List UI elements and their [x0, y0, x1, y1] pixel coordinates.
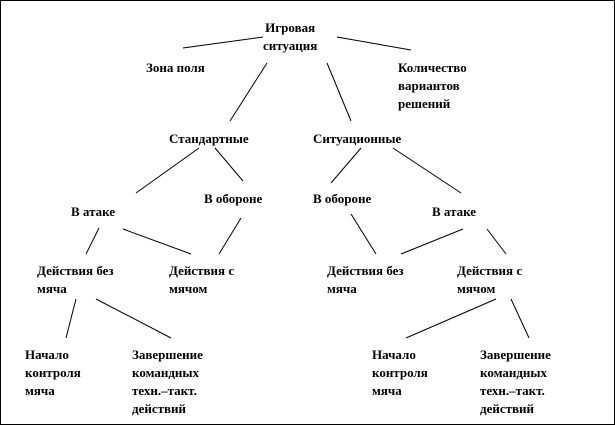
- edge-situational-to-sit-defense: [330, 147, 362, 184]
- node-std-with-ball-line-1: Действия с: [169, 263, 235, 278]
- node-std-no-ball-line-1: Действия без: [37, 263, 114, 278]
- edge-sit-attack-to-sit-no-ball: [400, 228, 464, 255]
- border-gap-right: [471, 422, 583, 424]
- node-sit-start-line-2: контроля: [372, 365, 428, 380]
- edge-standard-to-std-attack: [135, 147, 200, 194]
- edge-root-to-situational: [326, 62, 352, 122]
- node-std-start-line-2: контроля: [25, 365, 81, 380]
- node-root-line-1: Игровая: [265, 20, 316, 35]
- node-sit-with-ball-line-2: мячом: [457, 281, 496, 296]
- edge-sit-with-ball-to-sit-start: [405, 298, 497, 339]
- node-sit-no-ball-line-1: Действия без: [327, 263, 404, 278]
- node-std-defense: В обороне: [204, 190, 262, 208]
- node-sit-no-ball: Действия без мяча: [327, 262, 404, 298]
- edge-sit-attack-to-sit-with-ball: [486, 228, 507, 255]
- node-sit-start-line-3: мяча: [372, 383, 402, 398]
- node-sit-attack: В атаке: [432, 203, 476, 221]
- edge-sit-with-ball-to-sit-finish: [510, 298, 530, 339]
- node-root: Игровая ситуация: [263, 19, 317, 55]
- node-std-attack: В атаке: [71, 203, 115, 221]
- node-field-zone-line-1: Зона поля: [146, 60, 205, 75]
- node-sit-with-ball-line-1: Действия с: [457, 263, 523, 278]
- node-std-with-ball-line-2: мячом: [169, 281, 208, 296]
- edge-root-to-standard: [229, 62, 268, 122]
- node-std-finish: Завершение командных техн.–такт. действи…: [132, 346, 203, 418]
- node-std-start-line-1: Начало: [25, 347, 69, 362]
- node-sit-finish: Завершение командных техн.–такт. действи…: [480, 346, 551, 418]
- node-std-no-ball-line-2: мяча: [37, 281, 67, 296]
- edge-std-no-ball-to-std-start: [65, 298, 77, 339]
- edge-root-to-field-zone: [182, 36, 264, 49]
- node-sit-start: Начало контроля мяча: [372, 346, 428, 400]
- node-sit-finish-line-1: Завершение: [480, 347, 551, 362]
- node-sit-finish-line-2: командных: [480, 365, 548, 380]
- node-standard: Стандартные: [169, 130, 249, 148]
- node-sit-attack-line-1: В атаке: [432, 204, 477, 219]
- edge-std-no-ball-to-std-finish: [95, 298, 172, 339]
- node-sit-no-ball-line-2: мяча: [327, 281, 357, 296]
- node-situational: Ситуационные: [313, 130, 401, 148]
- edge-sit-defense-to-sit-no-ball: [350, 213, 377, 255]
- node-sit-start-line-1: Начало: [372, 347, 416, 362]
- edge-situational-to-sit-attack: [392, 147, 462, 194]
- edge-root-to-num-solutions: [336, 36, 412, 51]
- node-std-start-line-3: мяча: [25, 383, 55, 398]
- node-std-defense-line-1: В обороне: [204, 191, 263, 206]
- node-std-finish-line-2: командных: [132, 365, 200, 380]
- node-std-finish-line-4: действий: [132, 401, 186, 416]
- node-sit-finish-line-4: действий: [480, 401, 534, 416]
- node-field-zone: Зона поля: [146, 59, 205, 77]
- node-situational-line-1: Ситуационные: [313, 131, 402, 146]
- node-standard-line-1: Стандартные: [169, 131, 249, 146]
- node-std-finish-line-3: техн.–такт.: [132, 383, 197, 398]
- node-std-with-ball: Действия с мячом: [169, 262, 234, 298]
- edge-standard-to-std-defense: [214, 147, 244, 182]
- node-std-start: Начало контроля мяча: [25, 346, 81, 400]
- node-root-line-2: ситуация: [263, 38, 318, 53]
- node-num-solutions-line-3: решений: [398, 96, 451, 111]
- border-gap-left: [123, 422, 233, 424]
- node-std-attack-line-1: В атаке: [71, 204, 116, 219]
- node-std-finish-line-1: Завершение: [132, 347, 203, 362]
- node-sit-with-ball: Действия с мячом: [457, 262, 522, 298]
- node-sit-defense: В обороне: [313, 190, 371, 208]
- edge-std-attack-to-std-no-ball: [85, 227, 100, 255]
- node-num-solutions-line-1: Количество: [398, 60, 467, 75]
- edge-std-defense-to-std-with-ball: [218, 217, 242, 255]
- node-sit-defense-line-1: В обороне: [313, 191, 372, 206]
- node-num-solutions-line-2: вариантов: [398, 78, 460, 93]
- node-num-solutions: Количество вариантов решений: [398, 59, 467, 113]
- node-std-no-ball: Действия без мяча: [37, 262, 114, 298]
- node-sit-finish-line-3: техн.–такт.: [480, 383, 545, 398]
- edge-std-attack-to-std-with-ball: [122, 228, 192, 255]
